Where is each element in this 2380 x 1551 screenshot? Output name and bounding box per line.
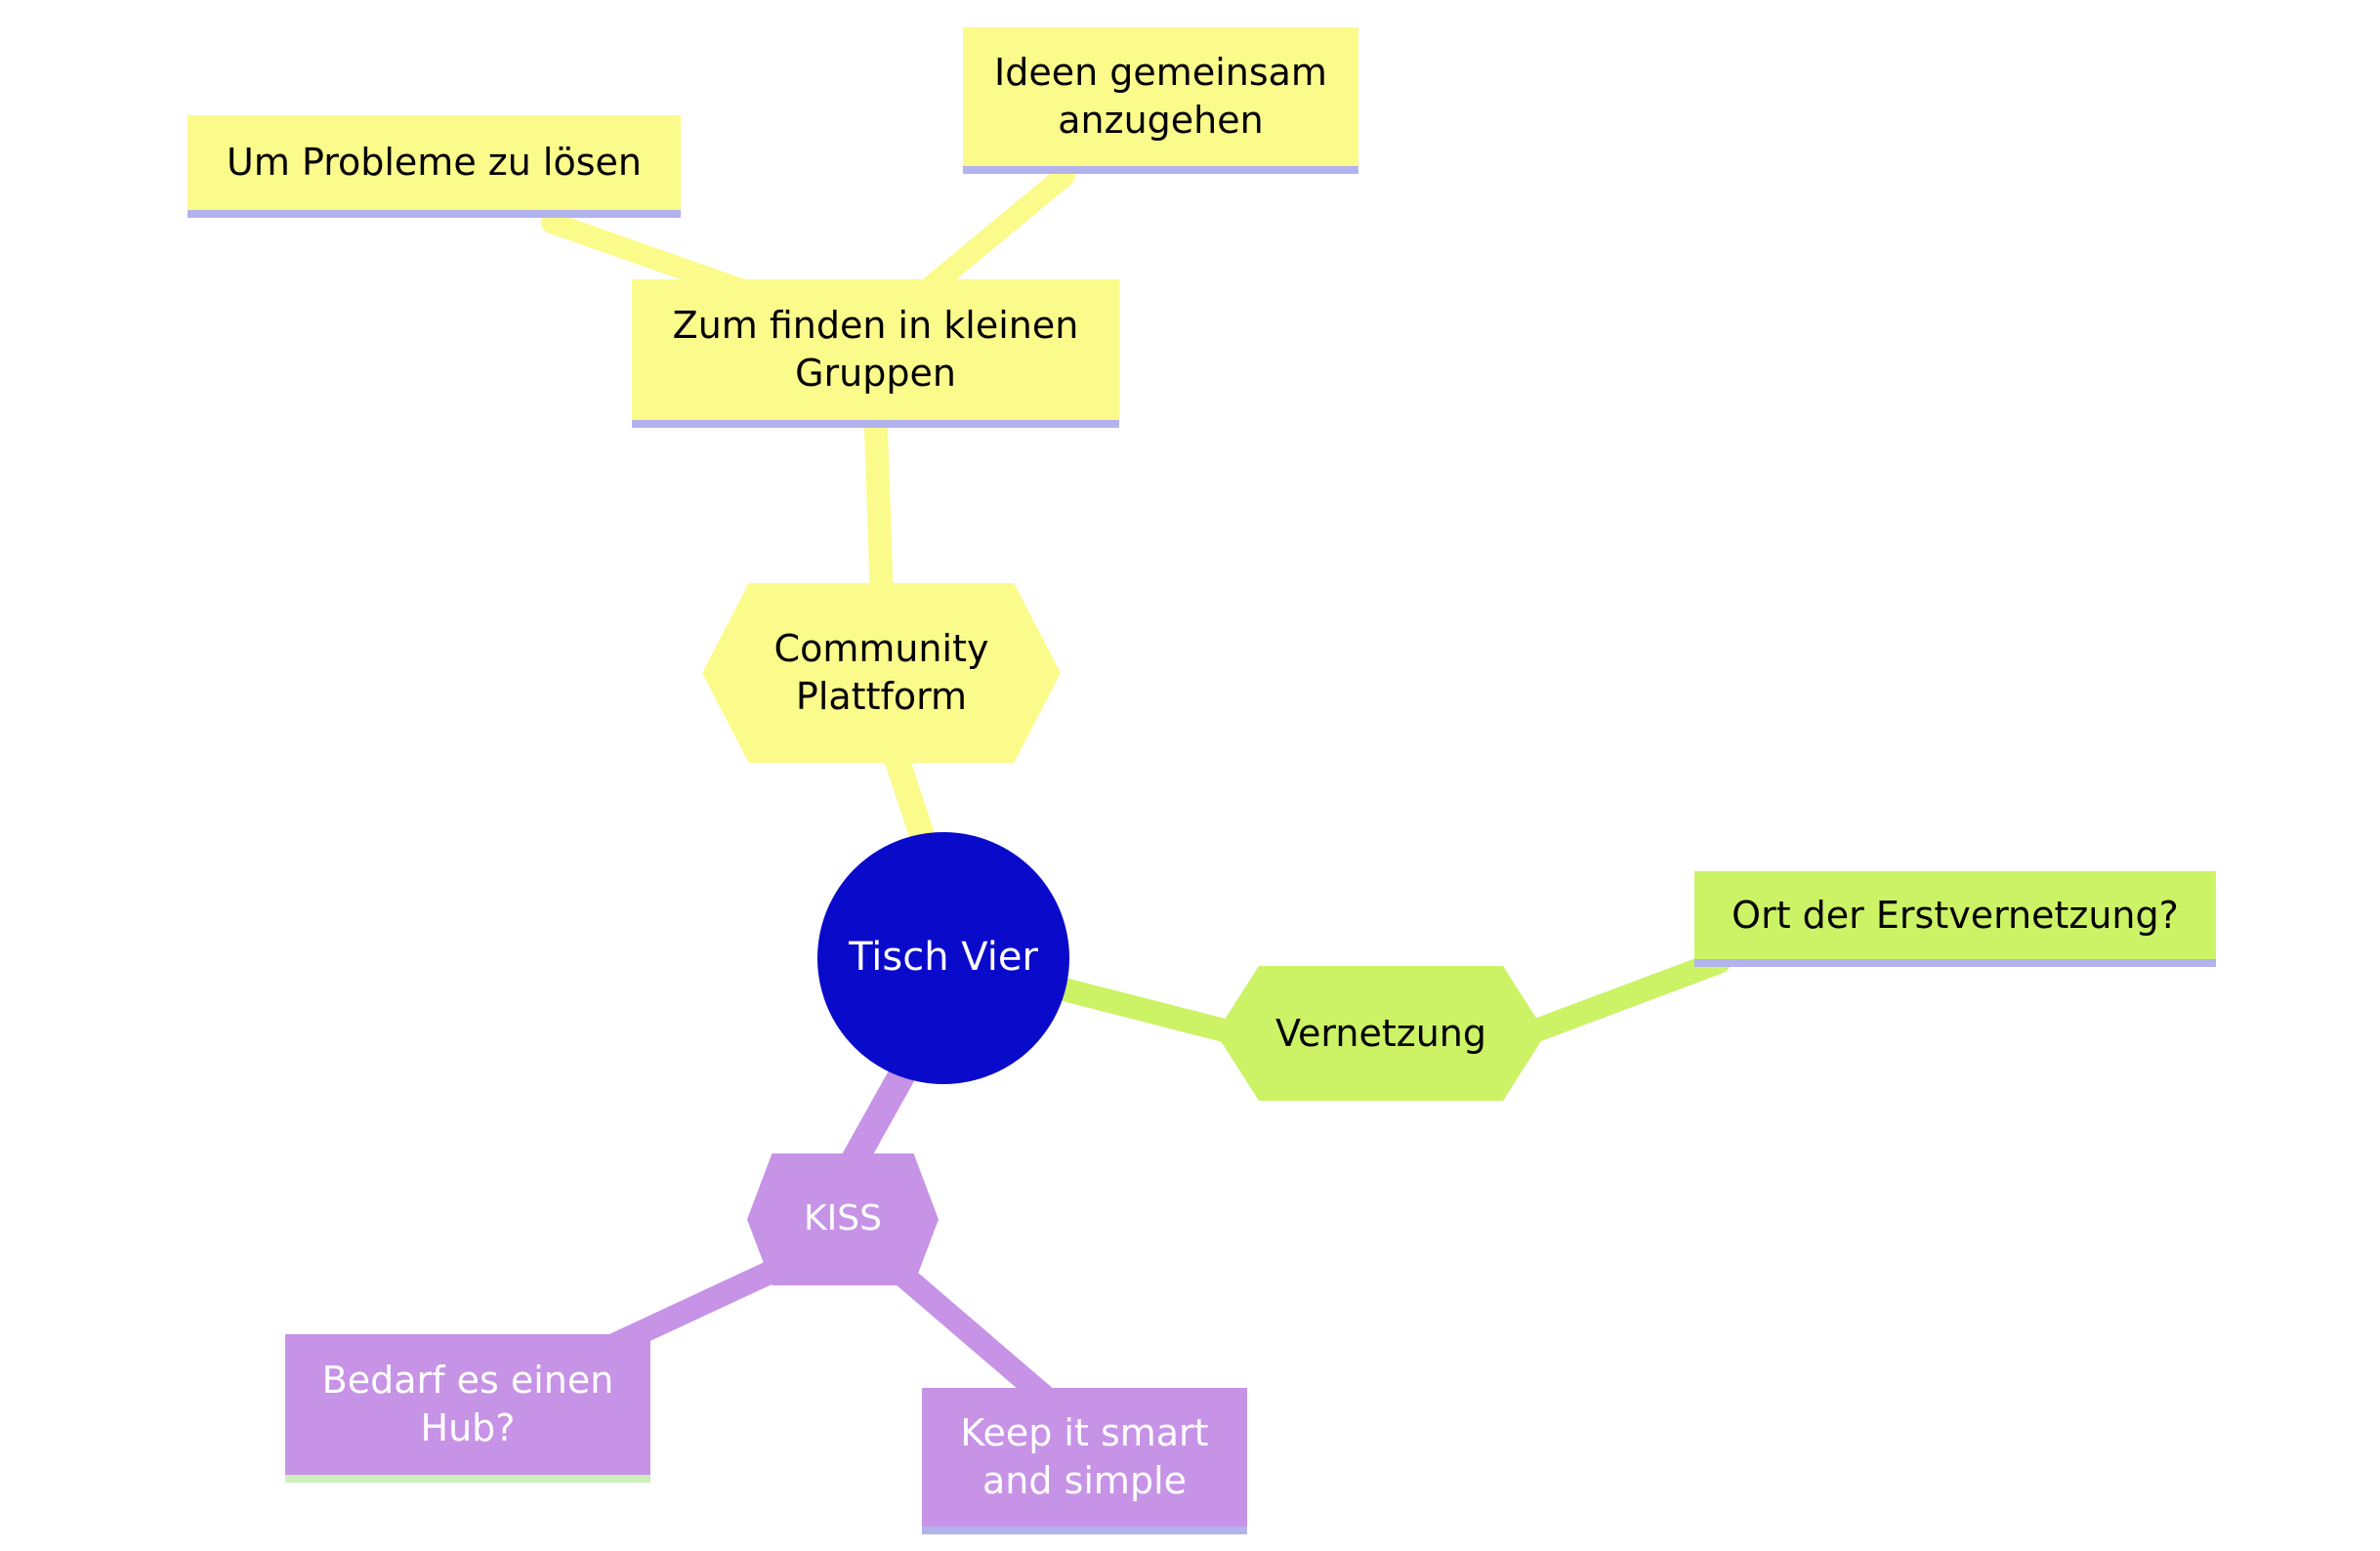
edge-zumfinden-ideen xyxy=(912,165,1075,304)
edge-vernetzung-ort xyxy=(1517,950,1731,1045)
node-root-tisch-vier-label: Tisch Vier xyxy=(849,935,1038,981)
node-ort[interactable]: Ort der Erstvernetzung? xyxy=(1694,871,2216,967)
node-kiss[interactable]: KISS xyxy=(747,1153,939,1285)
node-bedarf-label: Bedarf es einen Hub? xyxy=(321,1359,614,1449)
edge-kiss-keep xyxy=(885,1258,1059,1410)
node-vernetzung-label: Vernetzung xyxy=(1275,1011,1486,1055)
node-ideen-label: Ideen gemeinsam anzugehen xyxy=(994,51,1327,142)
node-zum-finden[interactable]: Zum finden in kleinen Gruppen xyxy=(632,279,1119,428)
node-bedarf[interactable]: Bedarf es einen Hub? xyxy=(285,1334,650,1483)
node-ort-label: Ort der Erstvernetzung? xyxy=(1732,893,2179,937)
node-community-plattform[interactable]: Community Plattform xyxy=(702,583,1061,763)
node-kiss-label: KISS xyxy=(804,1198,882,1239)
node-keep-label: Keep it smart and simple xyxy=(960,1411,1209,1502)
node-keep[interactable]: Keep it smart and simple xyxy=(922,1388,1247,1534)
node-vernetzung[interactable]: Vernetzung xyxy=(1216,966,1546,1101)
node-community-plattform-label: Community Plattform xyxy=(773,627,989,718)
edge-community-zumfinden xyxy=(864,418,894,612)
node-ideen[interactable]: Ideen gemeinsam anzugehen xyxy=(963,27,1358,174)
node-um-probleme-label: Um Probleme zu lösen xyxy=(227,141,642,185)
node-um-probleme[interactable]: Um Probleme zu lösen xyxy=(188,115,681,218)
node-zum-finden-label: Zum finden in kleinen Gruppen xyxy=(672,304,1079,395)
node-root-tisch-vier[interactable]: Tisch Vier xyxy=(817,832,1069,1084)
edge-root-vernetzung xyxy=(1033,973,1247,1045)
